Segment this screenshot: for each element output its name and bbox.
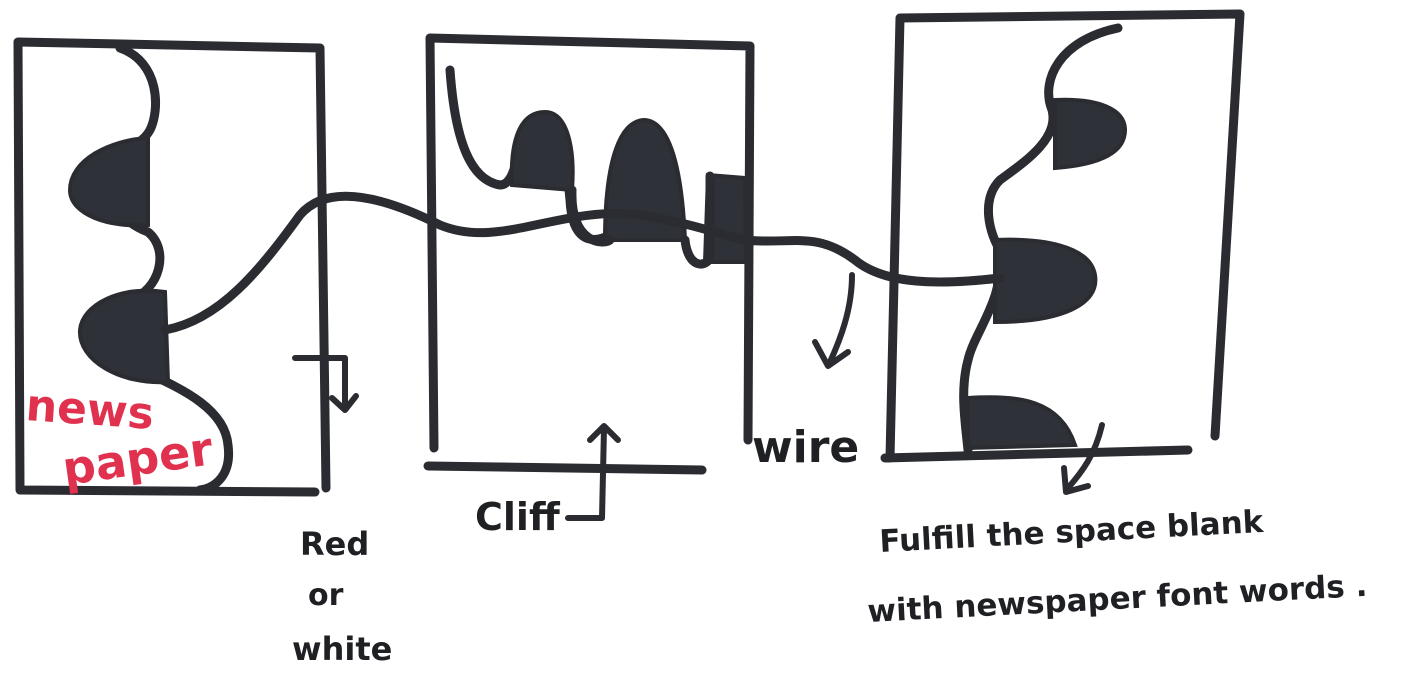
cliff-base-line <box>423 461 707 475</box>
fill-arrow <box>1061 422 1105 495</box>
note-fill-line1: Fulfill the space blank <box>879 504 1266 560</box>
right-panel-blob-middle <box>993 237 1098 325</box>
right-panel <box>880 9 1245 463</box>
middle-panel <box>423 33 755 475</box>
note-red-white-line3: white <box>292 630 392 668</box>
left-panel-frame <box>13 37 331 497</box>
left-panel <box>13 37 331 497</box>
note-red-white-line2: or <box>308 578 344 613</box>
left-panel-blob-upper <box>67 135 150 228</box>
red-white-arrow <box>292 355 359 413</box>
left-panel-blob-lower <box>77 288 171 385</box>
note-fill-line2: with newspaper font words . <box>867 568 1369 630</box>
cliff-arrow <box>565 423 621 521</box>
middle-panel-ridge <box>567 171 715 269</box>
wire-arrow <box>812 272 855 369</box>
note-red-white-line1: Red <box>300 525 369 563</box>
right-panel-frame <box>880 9 1245 463</box>
note-wire: wire <box>752 422 859 473</box>
left-panel-wave-edge <box>97 43 234 495</box>
right-panel-blob-upper <box>1053 97 1128 171</box>
middle-panel-blob-1 <box>509 109 575 193</box>
right-panel-blob-lower <box>966 395 1078 451</box>
note-cliff: Cliff <box>475 495 561 539</box>
wire-line <box>160 191 1005 335</box>
right-panel-wave-edge <box>959 23 1123 455</box>
newspaper-label-line1: news <box>24 380 155 440</box>
